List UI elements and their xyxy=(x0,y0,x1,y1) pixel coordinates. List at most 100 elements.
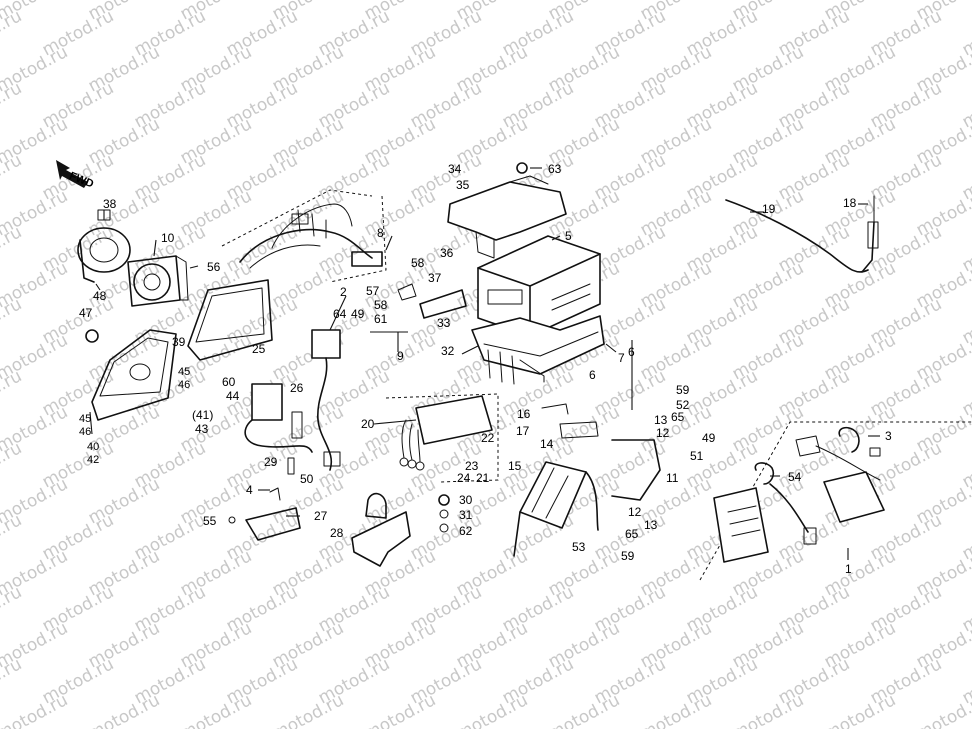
callout-45-46-upper: 45 46 xyxy=(178,366,191,391)
callout-49-right: 49 xyxy=(702,431,716,445)
callout-65-top: 65 xyxy=(671,410,685,424)
mount-bracket-lower xyxy=(228,487,301,541)
callout-11: 11 xyxy=(666,471,679,485)
callout-36: 36 xyxy=(440,246,454,260)
callout-54: 54 xyxy=(788,470,802,484)
watermark-text: motod.ru xyxy=(177,690,255,729)
callout-37: 37 xyxy=(428,271,442,285)
callout-27: 27 xyxy=(314,509,328,523)
callout-8: 8 xyxy=(377,226,384,240)
callout-25: 25 xyxy=(252,342,266,356)
callout-30: 30 xyxy=(459,493,473,507)
callout-40-42: 40 42 xyxy=(87,441,100,466)
callout-38: 38 xyxy=(103,197,117,211)
callout-14: 14 xyxy=(540,437,554,451)
watermark-text: motod.ru xyxy=(453,690,531,729)
callout-32: 32 xyxy=(441,344,455,358)
callout-41: (41) xyxy=(192,408,214,422)
callout-18: 18 xyxy=(843,196,857,210)
side-clip xyxy=(397,283,467,319)
callout-60: 60 xyxy=(222,375,236,389)
callout-22: 22 xyxy=(481,431,495,445)
callout-17: 17 xyxy=(516,424,530,438)
watermark-text: motod.ru xyxy=(545,690,623,729)
callout-52: 52 xyxy=(676,398,690,412)
watermark-text: motod.ru xyxy=(0,6,25,60)
callout-3: 3 xyxy=(885,429,892,443)
watermark-text: motod.ru xyxy=(0,222,25,276)
callout-13-bottom: 13 xyxy=(644,518,658,532)
watermark-text: motod.ru xyxy=(0,654,25,708)
watermark-text: motod.ru xyxy=(269,690,347,729)
callout-59-top: 59 xyxy=(676,383,690,397)
watermark-text: motod.ru xyxy=(729,690,807,729)
callout-59-bottom: 59 xyxy=(621,549,635,563)
callout-51: 51 xyxy=(690,449,704,463)
callout-31: 31 xyxy=(459,508,473,522)
callout-39: 39 xyxy=(172,335,186,349)
callout-61: 61 xyxy=(374,312,388,326)
callout-9: 9 xyxy=(397,349,404,363)
callout-63: 63 xyxy=(548,162,562,176)
noise-filter xyxy=(244,383,313,475)
callout-21: 21 xyxy=(476,471,490,485)
watermark-text: motod.ru xyxy=(0,366,25,420)
callout-47: 47 xyxy=(79,306,93,320)
callout-10: 10 xyxy=(161,231,175,245)
callout-65-bottom: 65 xyxy=(625,527,639,541)
callout-53: 53 xyxy=(572,540,586,554)
callout-34: 34 xyxy=(448,162,462,176)
speaker-grille-upper xyxy=(187,279,273,361)
callout-15: 15 xyxy=(508,459,522,473)
callout-12-top: 12 xyxy=(656,426,670,440)
radio-chassis-frame xyxy=(471,315,605,385)
callout-55: 55 xyxy=(203,514,217,528)
callout-58-top: 58 xyxy=(411,256,425,270)
speaker-bracket xyxy=(77,209,131,283)
nut-washers xyxy=(438,494,450,533)
watermark-text: motod.ru xyxy=(0,582,25,636)
watermark-text: motod.ru xyxy=(0,438,25,492)
callout-2: 2 xyxy=(340,285,347,299)
cover-panel xyxy=(351,492,411,567)
callout-45-46-lower: 45 46 xyxy=(79,413,92,438)
callout-62: 62 xyxy=(459,524,473,538)
callout-6-right: 6 xyxy=(628,345,635,359)
watermark-text: motod.ru xyxy=(0,150,25,204)
callout-43: 43 xyxy=(195,422,209,436)
wire-harness xyxy=(221,189,387,283)
control-box-assembly xyxy=(699,421,972,581)
callout-1: 1 xyxy=(845,562,852,576)
watermark-text: motod.ru xyxy=(821,690,899,729)
antenna-cable xyxy=(725,195,879,273)
callout-35: 35 xyxy=(456,178,470,192)
fwd-arrow-icon xyxy=(56,160,88,188)
callout-20: 20 xyxy=(361,417,375,431)
watermark-text: motod.ru xyxy=(0,294,25,348)
callout-13-top: 13 xyxy=(654,413,668,427)
callout-49-left: 49 xyxy=(351,307,365,321)
watermark-text: motod.ru xyxy=(0,510,25,564)
callout-56: 56 xyxy=(207,260,221,274)
watermark-text: motod.ru xyxy=(0,690,71,729)
callout-4: 4 xyxy=(246,483,253,497)
callout-6: 6 xyxy=(589,368,596,382)
tuner-module xyxy=(513,461,599,557)
callout-28: 28 xyxy=(330,526,344,540)
relay-unit xyxy=(311,329,341,471)
callout-29: 29 xyxy=(264,455,278,469)
callout-16: 16 xyxy=(517,407,531,421)
radio-main-unit xyxy=(477,235,601,337)
callout-58: 58 xyxy=(374,298,388,312)
watermark-text: motod.ru xyxy=(0,78,25,132)
callout-44: 44 xyxy=(226,389,240,403)
callout-23: 23 xyxy=(465,459,479,473)
watermark-text: motod.ru xyxy=(637,690,715,729)
callout-12-bottom: 12 xyxy=(628,505,642,519)
callout-48: 48 xyxy=(93,289,107,303)
callout-26: 26 xyxy=(290,381,304,395)
connector-bracket xyxy=(541,403,661,501)
watermark-text: motod.ru xyxy=(361,690,439,729)
speaker-unit xyxy=(127,255,189,307)
